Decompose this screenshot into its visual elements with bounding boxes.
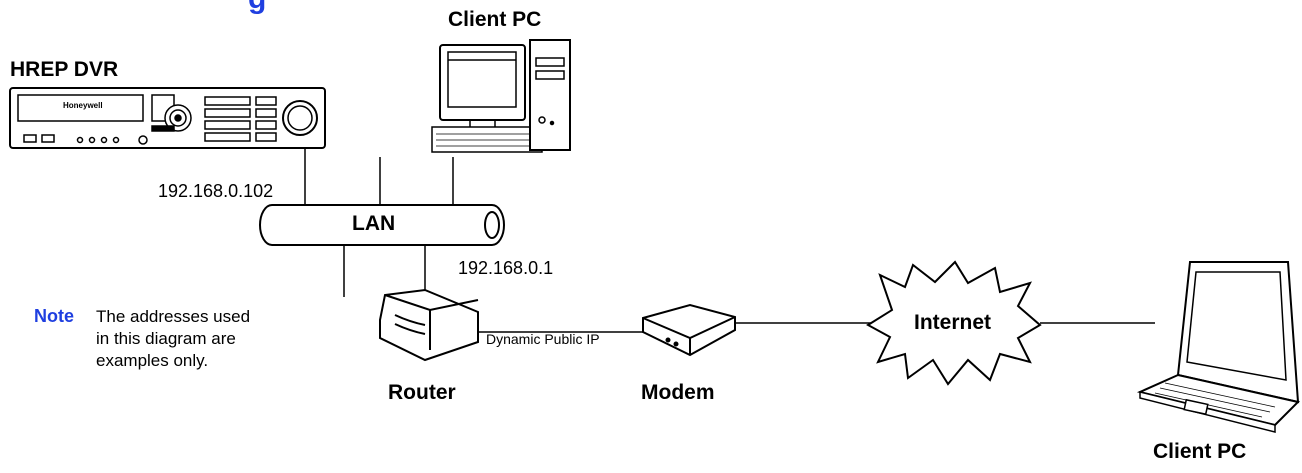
desktop-pc [431,39,571,153]
modem-device [642,303,736,357]
dvr-brand-label: Honeywell [63,101,103,110]
modem-label: Modem [641,381,715,404]
desktop-pc-label: Client PC [448,8,542,31]
laptop-pc [1136,261,1300,433]
note-line-3: examples only. [96,351,209,370]
connection-lines [304,148,1155,333]
header-fragment: g [248,0,266,16]
dvr-label: HREP DVR [10,58,119,81]
lan-label: LAN [352,212,396,235]
internet-cloud [866,260,1042,386]
note-line-2: in this diagram are [96,329,236,348]
dvr-ip-label: 192.168.0.102 [158,181,274,201]
internet-label: Internet [914,311,992,334]
router-device [379,288,479,362]
router-label: Router [388,381,456,404]
note-text: The addresses used in this diagram are e… [96,306,306,372]
dvr-device [9,87,326,149]
dynamic-public-ip-label: Dynamic Public IP [486,331,600,347]
lan-tube [259,204,505,246]
note-key: Note [34,306,74,326]
note-line-1: The addresses used [96,307,251,326]
lan-gateway-ip-label: 192.168.0.1 [458,258,554,278]
laptop-pc-label: Client PC [1153,440,1247,463]
